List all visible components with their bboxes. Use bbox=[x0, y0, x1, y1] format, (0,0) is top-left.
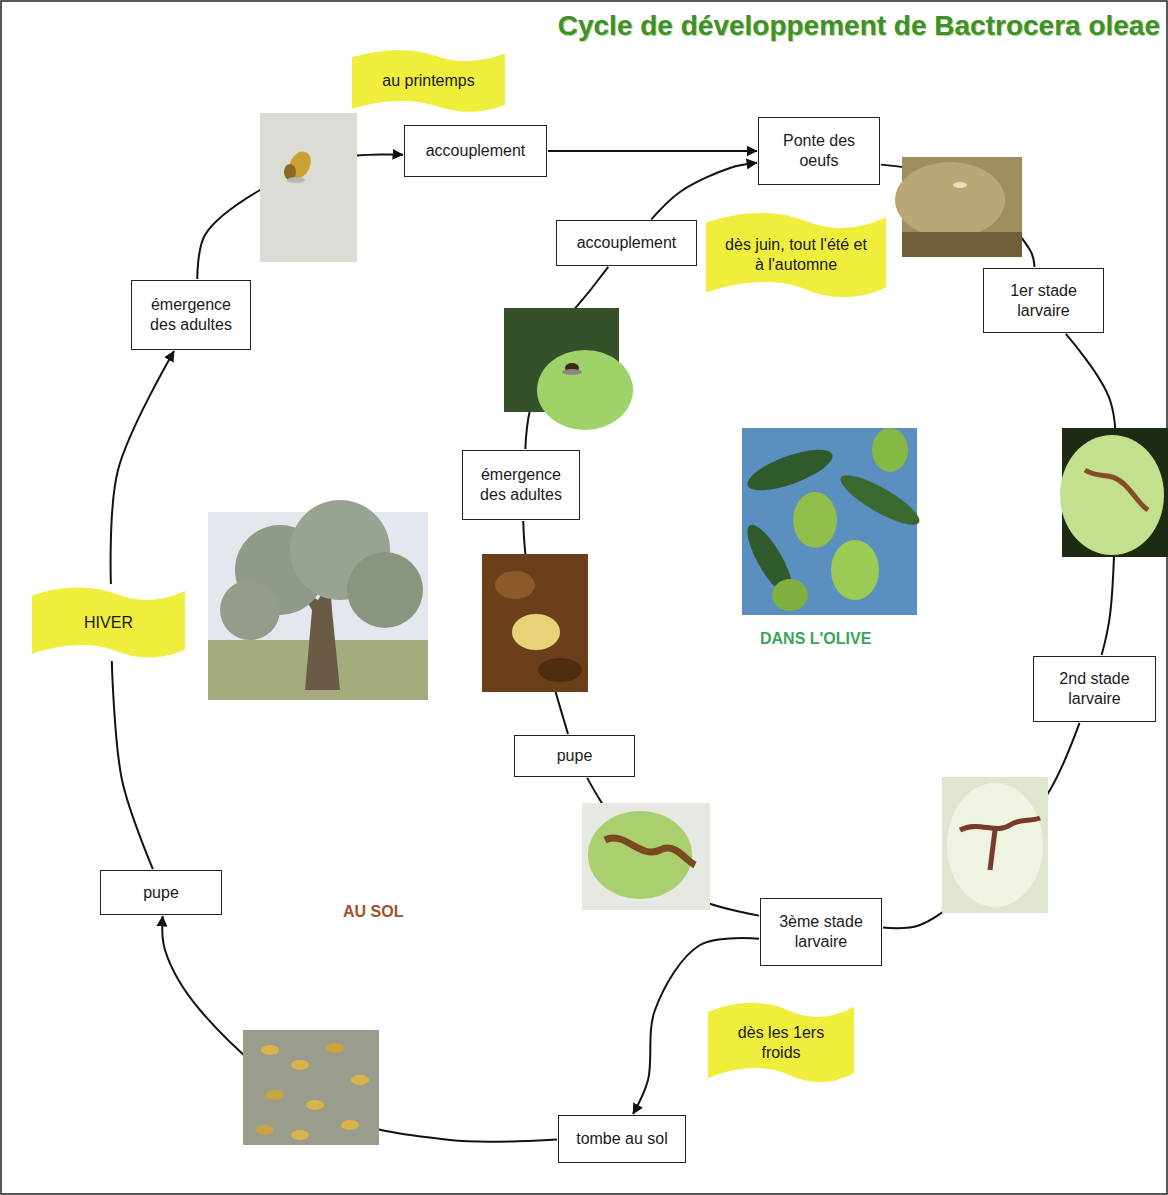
node-text: tombe au sol bbox=[576, 1129, 668, 1149]
olive-branch-photo-part bbox=[831, 540, 879, 600]
season-flag: au printemps bbox=[352, 48, 505, 114]
olive-branch-photo-part bbox=[835, 467, 925, 533]
olive-branch-photo-part bbox=[872, 428, 908, 472]
node-text: pupe bbox=[557, 746, 593, 766]
olive-branch-photo-part bbox=[742, 428, 917, 615]
node-text: émergence des adultes bbox=[471, 465, 571, 505]
larva-stage-3-photo-part bbox=[582, 803, 710, 910]
flag-shape bbox=[352, 50, 505, 112]
region-label: AU SOL bbox=[343, 903, 403, 921]
larva-stage-2-photo-part bbox=[942, 777, 1048, 913]
flag-shape bbox=[706, 210, 886, 300]
olive-egg-photo-part bbox=[953, 182, 967, 188]
adult-fly-photo-part bbox=[287, 177, 305, 183]
node-text: Ponte des oeufs bbox=[767, 131, 871, 171]
emerged-fly-photo-part bbox=[537, 350, 633, 430]
soil-pupae-photo-part bbox=[326, 1043, 344, 1053]
flag-shape bbox=[708, 1003, 854, 1082]
soil-pupae-photo bbox=[243, 1030, 379, 1145]
olive-tree-photo-part bbox=[220, 580, 280, 640]
olive-egg-photo-part bbox=[895, 162, 1005, 238]
stage-box: émergence des adultes bbox=[462, 450, 580, 520]
cycle-connector bbox=[651, 163, 757, 219]
pupa-in-olive-photo-part bbox=[538, 658, 582, 682]
olive-branch-photo bbox=[740, 428, 925, 615]
pupa-in-olive-photo-part bbox=[482, 554, 588, 692]
stage-box: 1er stade larvaire bbox=[983, 268, 1104, 333]
olive-tree-photo bbox=[208, 500, 428, 700]
flag-shape bbox=[32, 587, 185, 657]
node-text: accouplement bbox=[426, 141, 526, 161]
soil-pupae-photo-part bbox=[341, 1120, 359, 1130]
stage-box: pupe bbox=[514, 735, 635, 777]
season-flag: HIVER bbox=[32, 585, 185, 660]
node-text: dès les 1ers froids bbox=[722, 1023, 840, 1063]
larva-stage-1-photo bbox=[1060, 428, 1168, 557]
stage-box: accouplement bbox=[556, 220, 697, 266]
larva-stage-2-photo-part bbox=[947, 783, 1043, 907]
node-text: HIVER bbox=[84, 613, 133, 633]
soil-pupae-photo-part bbox=[266, 1090, 284, 1100]
larva-stage-2-photo bbox=[942, 777, 1048, 913]
emerged-fly-photo bbox=[504, 308, 633, 430]
larva-stage-3-photo-part bbox=[605, 838, 695, 865]
node-text: accouplement bbox=[577, 233, 677, 253]
olive-tree-photo-part bbox=[347, 552, 423, 628]
soil-pupae-photo-part bbox=[243, 1030, 379, 1145]
larva-stage-1-photo-part bbox=[1060, 435, 1164, 555]
adult-fly-photo-part bbox=[260, 113, 357, 262]
larva-stage-3-photo bbox=[582, 803, 710, 910]
olive-egg-photo-part bbox=[902, 232, 1022, 257]
season-flag: dès les 1ers froids bbox=[708, 1000, 854, 1085]
olive-egg-photo bbox=[895, 157, 1022, 257]
node-text: 2nd stade larvaire bbox=[1042, 669, 1147, 709]
node-text: pupe bbox=[143, 883, 179, 903]
cycle-connector bbox=[112, 661, 153, 869]
flag-shape bbox=[706, 213, 886, 297]
node-text: 3ème stade larvaire bbox=[769, 912, 873, 952]
node-text: 1er stade larvaire bbox=[992, 281, 1095, 321]
pupa-in-olive-photo-part bbox=[512, 614, 560, 650]
season-flag: dès juin, tout l'été et à l'automne bbox=[706, 210, 886, 300]
soil-pupae-photo-part bbox=[306, 1100, 324, 1110]
stage-box: émergence des adultes bbox=[131, 280, 251, 350]
adult-fly-photo bbox=[260, 113, 357, 262]
soil-pupae-photo-part bbox=[291, 1060, 309, 1070]
cycle-connector bbox=[883, 723, 1080, 928]
stage-box: 3ème stade larvaire bbox=[760, 898, 882, 966]
stage-box: Ponte des oeufs bbox=[758, 117, 880, 185]
node-text: émergence des adultes bbox=[140, 295, 242, 335]
stage-box: tombe au sol bbox=[558, 1115, 686, 1163]
stage-box: pupe bbox=[100, 870, 222, 915]
olive-branch-photo-part bbox=[793, 492, 837, 548]
soil-pupae-photo-part bbox=[261, 1045, 279, 1055]
olive-branch-photo-part bbox=[772, 579, 808, 611]
node-text: au printemps bbox=[382, 71, 475, 91]
flag-shape bbox=[708, 1000, 854, 1085]
soil-pupae-photo-part bbox=[256, 1125, 274, 1135]
larva-stage-1-photo-part bbox=[1085, 470, 1148, 510]
diagram-title: Cycle de développement de Bactrocera ole… bbox=[558, 10, 1160, 42]
stage-box: 2nd stade larvaire bbox=[1033, 656, 1156, 722]
cycle-connector bbox=[548, 150, 757, 152]
larva-stage-3-photo-part bbox=[588, 811, 692, 899]
pupa-in-olive-photo-part bbox=[495, 571, 535, 599]
soil-pupae-photo-part bbox=[291, 1130, 309, 1140]
larva-stage-2-photo-part bbox=[960, 818, 1040, 870]
stage-box: accouplement bbox=[404, 125, 547, 177]
cycle-connector bbox=[111, 351, 174, 584]
region-label: DANS L'OLIVE bbox=[760, 630, 871, 648]
pupa-in-olive-photo bbox=[482, 554, 588, 692]
olive-branch-photo-part bbox=[743, 441, 837, 498]
soil-pupae-photo-part bbox=[351, 1075, 369, 1085]
node-text: dès juin, tout l'été et à l'automne bbox=[720, 235, 872, 275]
emerged-fly-photo-part bbox=[562, 369, 582, 375]
